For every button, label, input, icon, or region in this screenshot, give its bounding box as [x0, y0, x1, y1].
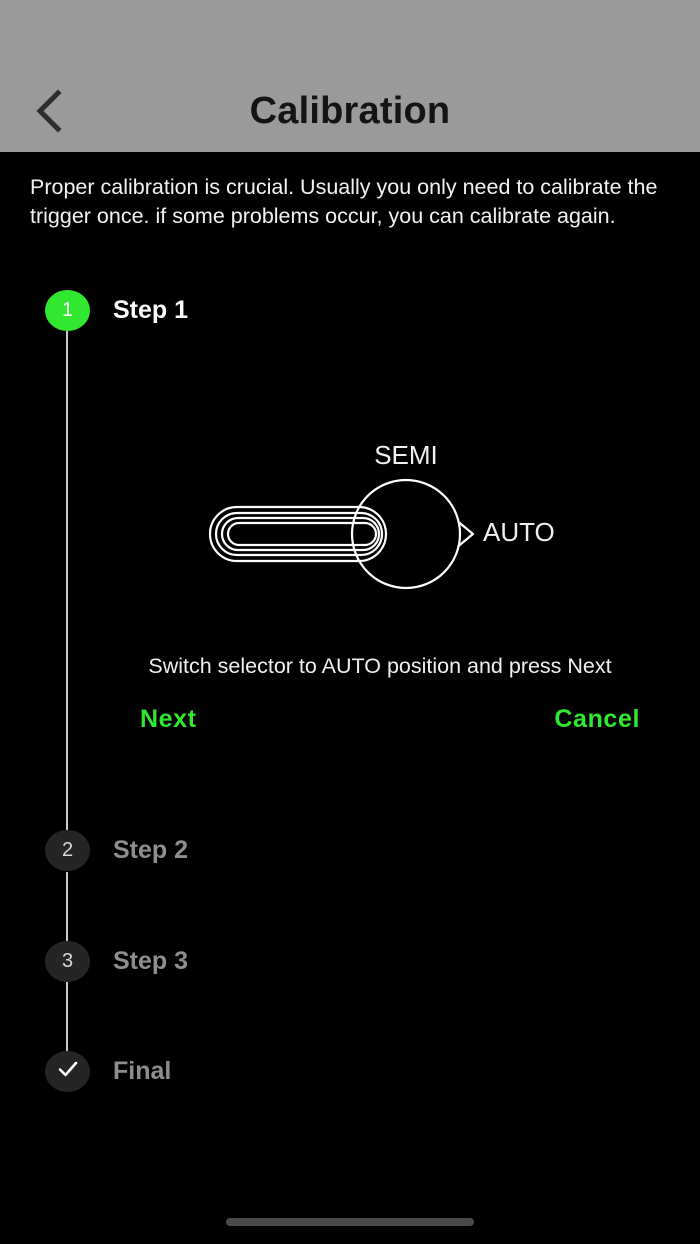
- connector-step2-step3: [66, 872, 68, 942]
- connector-step3-final: [66, 982, 68, 1052]
- dial-label-auto: AUTO: [483, 517, 555, 547]
- selector-dial-diagram: [195, 433, 615, 598]
- calibration-description: Proper calibration is crucial. Usually y…: [30, 175, 658, 228]
- home-indicator-bar[interactable]: [226, 1218, 474, 1226]
- dial-label-semi: SEMI: [374, 440, 438, 470]
- app-header: Calibration: [0, 0, 700, 152]
- step-marker-final[interactable]: [45, 1051, 90, 1092]
- step-marker-3[interactable]: 3: [45, 941, 90, 982]
- step-1-actions: Next Cancel: [140, 705, 640, 739]
- step-marker-number: 1: [61, 299, 74, 321]
- page-title: Calibration: [249, 90, 451, 132]
- step-label-1: Step 1: [113, 296, 189, 324]
- chevron-left-icon: [35, 89, 63, 133]
- connector-step1-step2: [66, 331, 68, 851]
- back-button[interactable]: [18, 82, 80, 140]
- step-label-final: Final: [113, 1057, 172, 1085]
- check-icon: [55, 1056, 81, 1088]
- step-marker-1[interactable]: 1: [45, 290, 90, 331]
- step-label-2: Step 2: [113, 836, 189, 864]
- step-marker-number: 2: [61, 839, 74, 861]
- dial-circle-icon: [350, 478, 462, 590]
- cancel-button[interactable]: Cancel: [554, 705, 640, 733]
- selector-lever-icon: [208, 505, 388, 563]
- next-button[interactable]: Next: [140, 705, 197, 733]
- step-marker-2[interactable]: 2: [45, 830, 90, 871]
- step-label-3: Step 3: [113, 947, 189, 975]
- step-marker-number: 3: [61, 950, 74, 972]
- dial-notch-icon: [457, 520, 475, 548]
- step-1-instruction: Switch selector to AUTO position and pre…: [148, 654, 612, 678]
